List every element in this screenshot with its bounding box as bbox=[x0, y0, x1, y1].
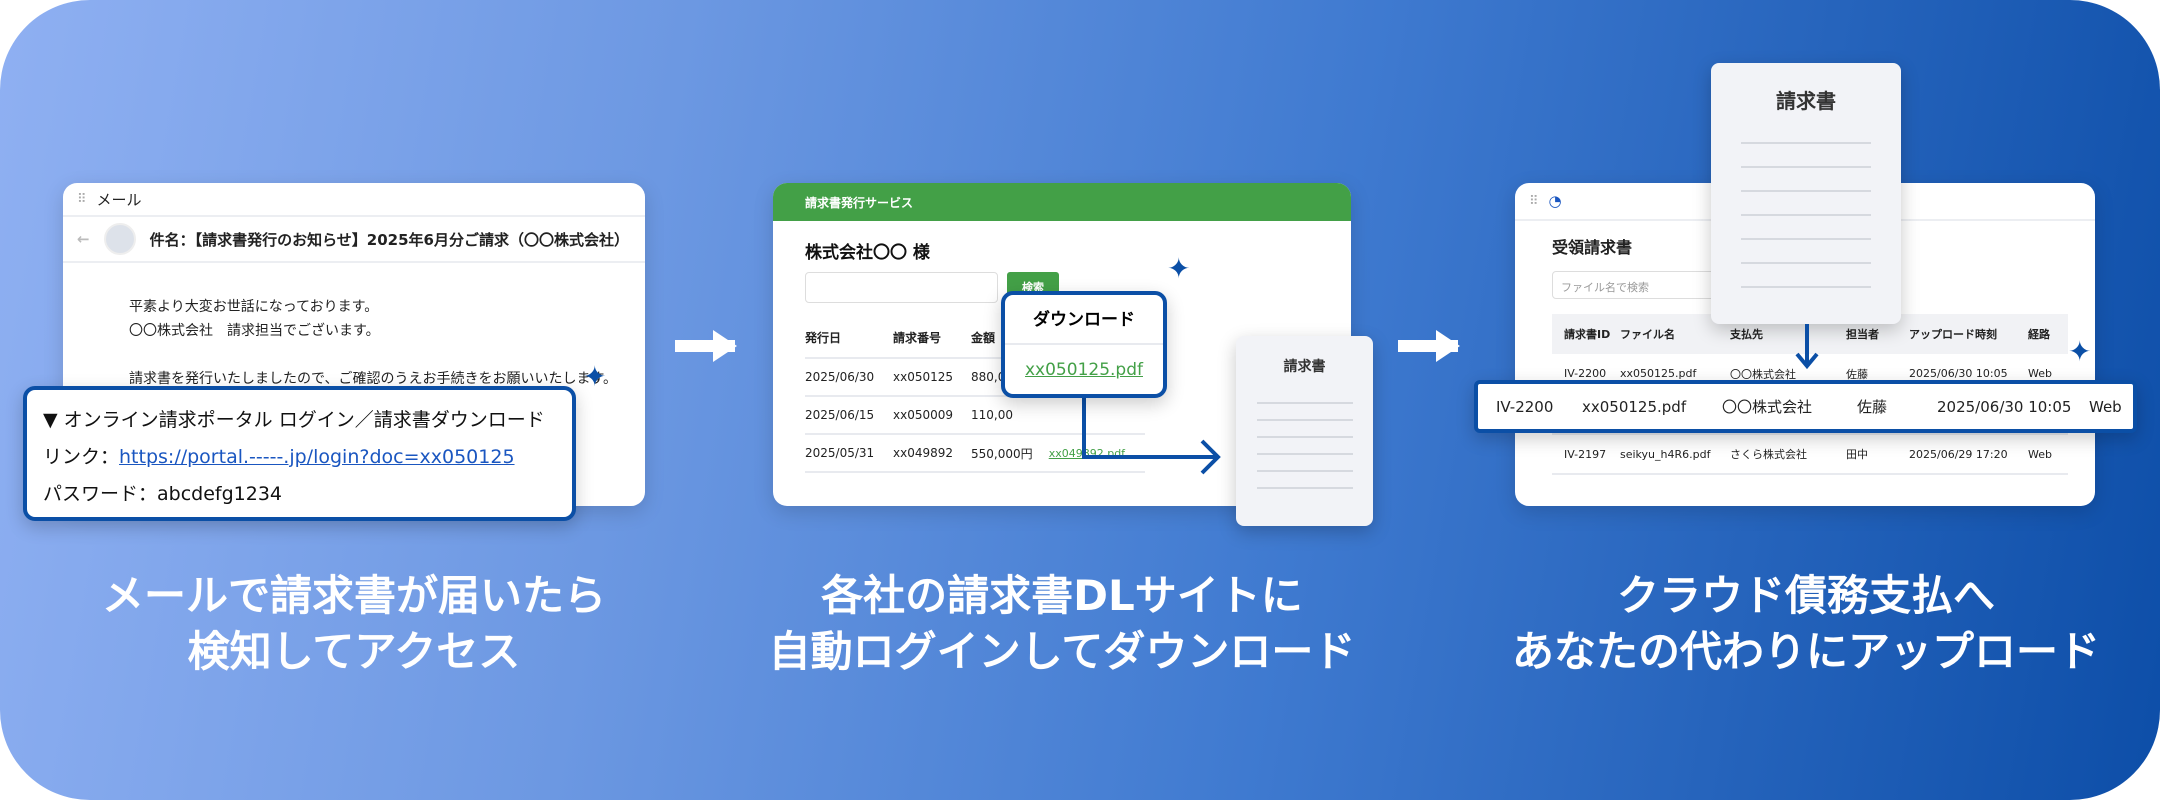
cell: xx050125 bbox=[893, 370, 954, 384]
col-header: ファイル名 bbox=[1620, 328, 1675, 341]
mail-body-line bbox=[129, 343, 645, 367]
uploaded-invoice-document: 請求書 bbox=[1711, 63, 1901, 324]
portal-link[interactable]: https://portal.-----.jp/login?doc=xx0501… bbox=[119, 446, 515, 468]
apps-grid-icon[interactable]: ⠿ bbox=[77, 191, 86, 207]
received-invoice-table: 請求書ID ファイル名 支払先 担当者 アップロード時刻 経路 IV-2200 xx0501… bbox=[1552, 314, 2068, 475]
cell: Web bbox=[2089, 397, 2122, 416]
cloud-page-title: 受領請求書 bbox=[1552, 238, 1633, 257]
col-header: アップロード時刻 bbox=[1909, 328, 1997, 341]
cell: xx050125.pdf bbox=[1582, 397, 1687, 416]
caption-line: 検知してアクセス bbox=[187, 627, 521, 676]
sparkle-icon: ✦ bbox=[2068, 335, 2092, 368]
apps-grid-icon[interactable]: ⠿ bbox=[1529, 193, 1538, 209]
portal-header: 請求書発行サービス bbox=[773, 183, 1351, 221]
mail-body: 平素より大変お世話になっております。 〇〇株式会社 請求担当でございます。 請求… bbox=[63, 263, 645, 391]
cell: xx050125.pdf bbox=[1620, 367, 1697, 380]
sparkle-icon: ✦ bbox=[583, 360, 607, 393]
invoice-document: 請求書 bbox=[1236, 336, 1373, 526]
cell: 2025/06/15 bbox=[805, 408, 875, 422]
cell: 2025/06/29 17:20 bbox=[1909, 447, 2008, 461]
cell: Web bbox=[2028, 447, 2052, 461]
mail-body-line: 平素より大変お世話になっております。 bbox=[129, 299, 379, 315]
cell: 2025/06/30 bbox=[805, 370, 875, 384]
upload-down-arrow bbox=[1795, 324, 1819, 370]
table-row: IV-2197 seikyu_h4R6.pdf さくら株式会社 田中 2025/06/2… bbox=[1552, 434, 2068, 474]
caption-line: あなたの代わりにアップロード bbox=[1511, 627, 2100, 676]
col-header: 支払先 bbox=[1730, 328, 1763, 341]
col-header: 請求書ID bbox=[1564, 328, 1611, 341]
app-logo-icon: ◔ bbox=[1548, 192, 1562, 210]
doc-title: 請求書 bbox=[1776, 89, 1836, 113]
portal-link-popup: ▼ オンライン請求ポータル ログイン／請求書ダウンロード リンク：https:/… bbox=[23, 386, 576, 521]
caption-line: メールで請求書が届いたら bbox=[101, 571, 606, 620]
link-label: リンク： bbox=[43, 446, 120, 468]
cell: xx049892 bbox=[893, 446, 954, 460]
back-arrow-icon[interactable]: ← bbox=[77, 230, 90, 248]
mail-subject: 件名：【請求書発行のお知らせ】2025年6月分ご請求（〇〇株式会社） bbox=[149, 230, 629, 249]
mail-body-line: 請求書を発行いたしましたので、ご確認のうえお手続きをお願いいたします。 bbox=[129, 371, 618, 387]
cell: 田中 bbox=[1846, 448, 1868, 461]
cell: Web bbox=[2028, 367, 2052, 380]
cell: 550,000円 bbox=[971, 446, 1033, 461]
caption-step-1: メールで請求書が届いたら検知してアクセス bbox=[4, 568, 704, 680]
col-header: 金額 bbox=[971, 331, 996, 345]
col-header: 発行日 bbox=[805, 331, 842, 345]
cell: 2025/05/31 bbox=[805, 446, 875, 460]
caption-step-2: 各社の請求書DLサイトに自動ログインしてダウンロード bbox=[712, 568, 1412, 680]
cell: IV-2200 bbox=[1496, 397, 1554, 416]
flow-arrow-2 bbox=[1398, 330, 1460, 362]
cell: IV-2197 bbox=[1564, 447, 1607, 461]
password-value: abcdefg1234 bbox=[157, 483, 283, 505]
download-flow-arrow bbox=[1082, 395, 1221, 475]
cell: 110,00 bbox=[971, 408, 1013, 422]
customer-name: 株式会社〇〇 様 bbox=[805, 243, 930, 263]
table-row: 2025/06/15 xx050009 110,00 bbox=[805, 396, 1145, 434]
cell: さくら株式会社 bbox=[1730, 448, 1807, 461]
caption-step-3: クラウド債務支払へあなたの代わりにアップロード bbox=[1456, 568, 2156, 680]
cell: 2025/06/30 10:05 bbox=[1909, 367, 2008, 380]
sparkle-icon: ✦ bbox=[1167, 252, 1191, 285]
cell: xx050009 bbox=[893, 408, 954, 422]
mail-app-title: メール bbox=[96, 190, 142, 209]
avatar bbox=[103, 223, 136, 255]
download-title: ダウンロード bbox=[1005, 295, 1163, 345]
cell: 〇〇株式会社 bbox=[1730, 367, 1796, 381]
cell: seikyu_h4R6.pdf bbox=[1620, 447, 1711, 461]
doc-title: 請求書 bbox=[1283, 359, 1326, 375]
download-popup: ダウンロード xx050125.pdf bbox=[1001, 291, 1167, 398]
cell: 佐藤 bbox=[1846, 367, 1868, 381]
popup-heading: ▼ オンライン請求ポータル ログイン／請求書ダウンロード bbox=[43, 409, 545, 431]
cell: IV-2200 bbox=[1564, 367, 1607, 380]
caption-line: クラウド債務支払へ bbox=[1616, 571, 1995, 620]
caption-line: 各社の請求書DLサイトに bbox=[821, 571, 1303, 620]
col-header: 経路 bbox=[2028, 328, 2050, 341]
highlighted-upload-row: IV-2200 xx050125.pdf 〇〇株式会社 佐藤 2025/06/3… bbox=[1474, 380, 2137, 433]
caption-line: 自動ログインしてダウンロード bbox=[768, 627, 1356, 676]
download-file-link[interactable]: xx050125.pdf bbox=[1025, 360, 1143, 380]
cell: 2025/06/30 10:05 bbox=[1937, 397, 2072, 416]
mail-body-line: 〇〇株式会社 請求担当でございます。 bbox=[129, 323, 380, 339]
cell: 佐藤 bbox=[1857, 398, 1888, 416]
cell: 〇〇株式会社 bbox=[1722, 398, 1813, 416]
col-header: 請求番号 bbox=[893, 331, 942, 345]
flow-arrow-1 bbox=[675, 330, 737, 362]
password-label: パスワード： bbox=[43, 483, 158, 505]
col-header: 担当者 bbox=[1846, 328, 1879, 341]
portal-search-input[interactable] bbox=[805, 272, 998, 303]
